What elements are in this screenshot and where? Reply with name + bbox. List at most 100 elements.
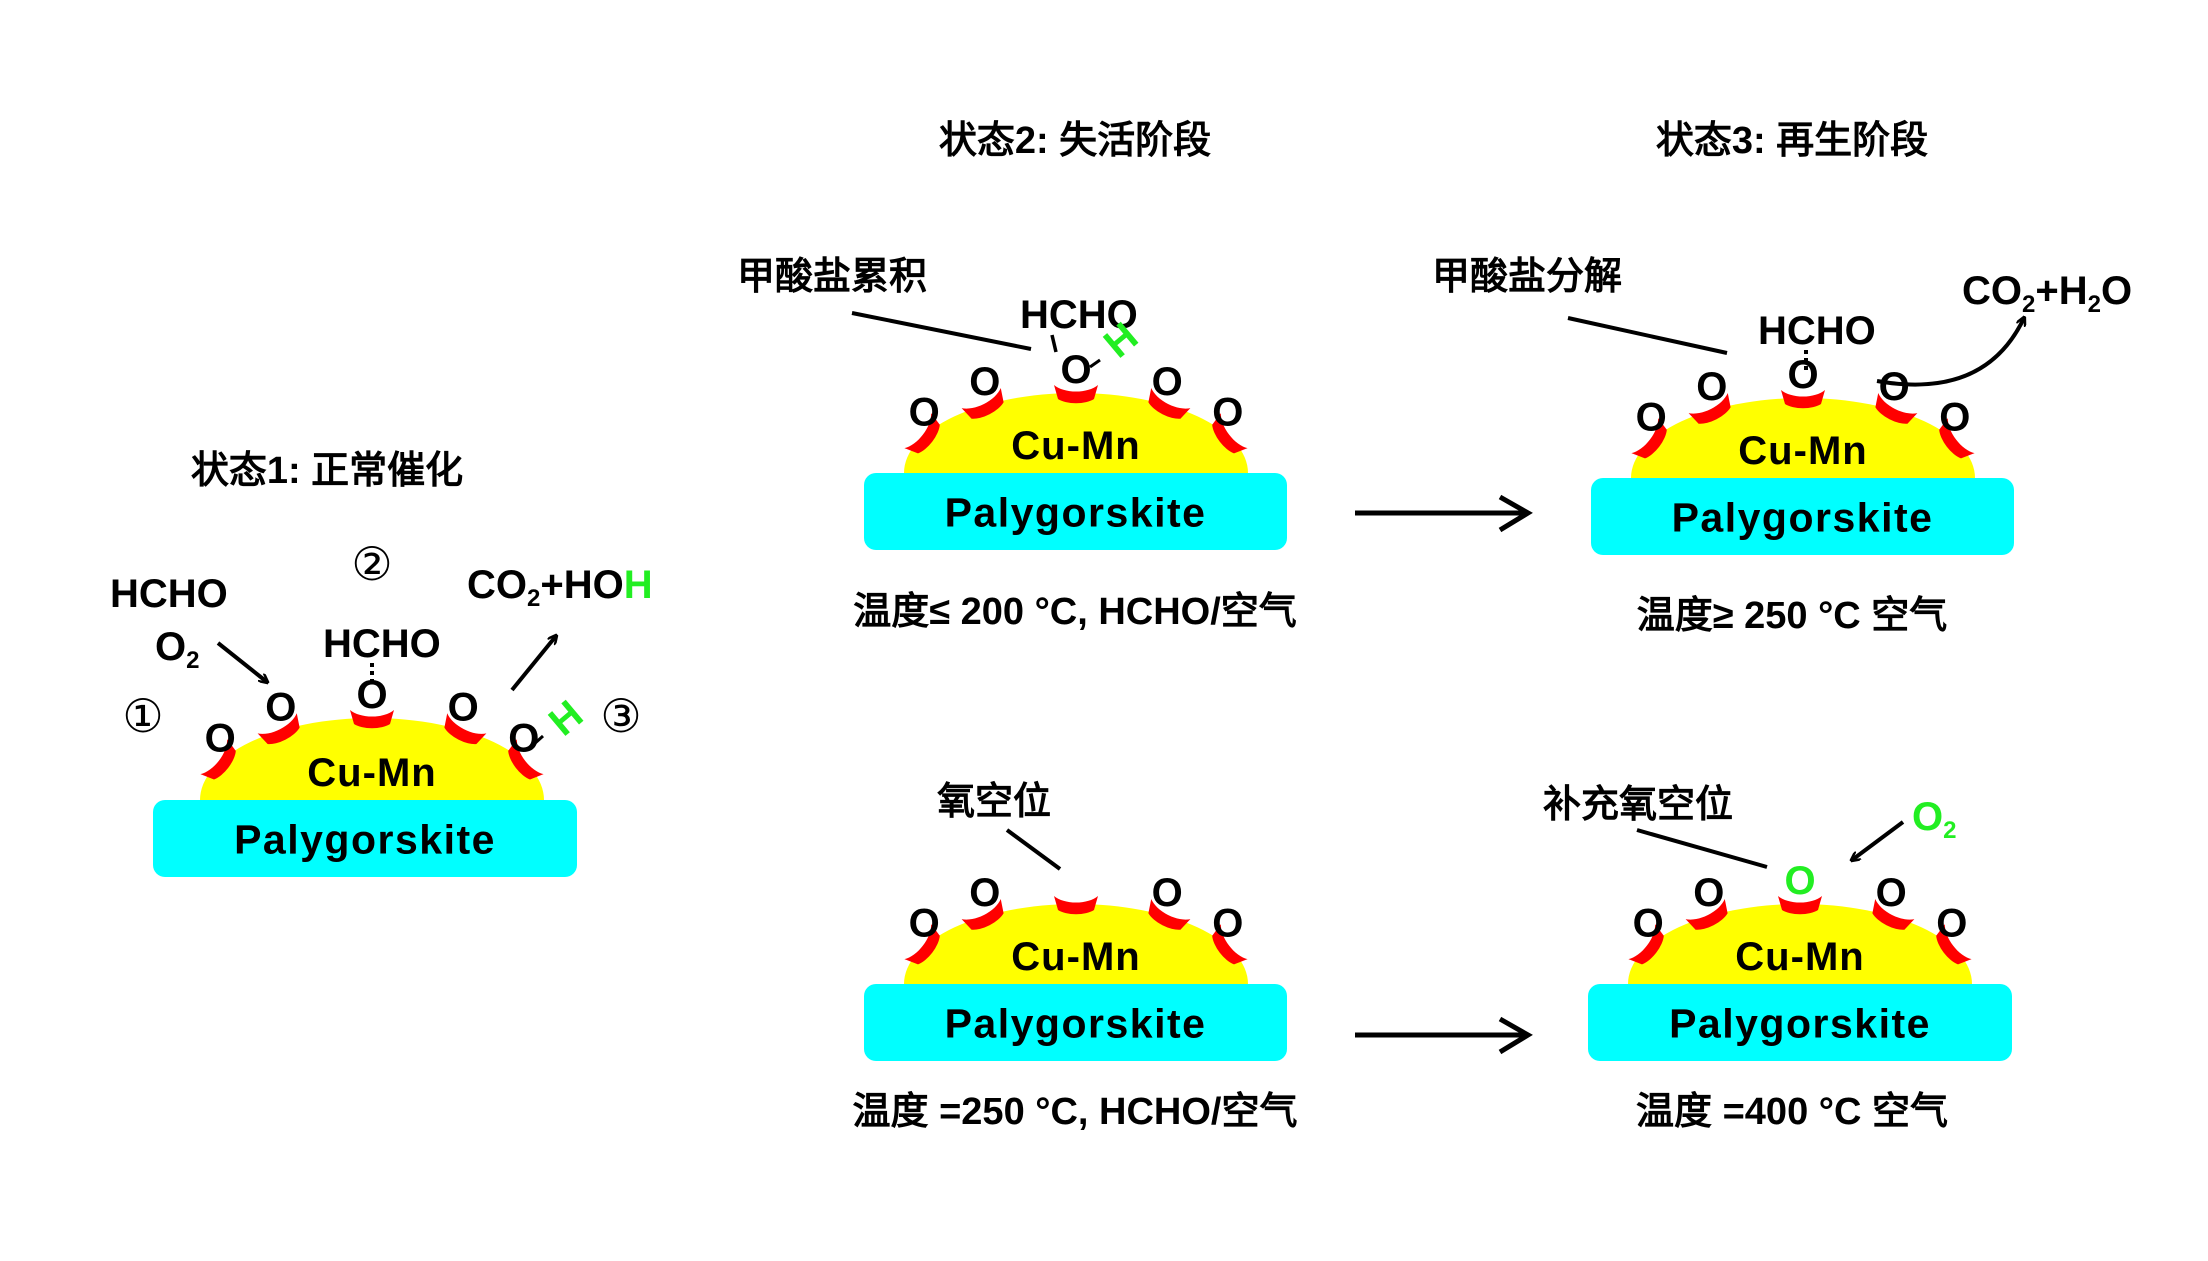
- surface-site-marker: [1685, 898, 1728, 930]
- active-site: O: [1939, 395, 1975, 459]
- active-site: O: [1631, 395, 1667, 459]
- metal-label: Cu-Mn: [1738, 429, 1867, 473]
- lattice-oxygen: O: [1879, 365, 1910, 409]
- surface-site-marker: [1212, 924, 1248, 965]
- lattice-oxygen: O: [1636, 395, 1667, 439]
- lattice-oxygen: O: [969, 360, 1000, 404]
- adsorbed-hcho: HCHO: [1758, 309, 1876, 353]
- surface-site-marker: [1628, 924, 1664, 965]
- active-site: O: [1054, 348, 1098, 404]
- lattice-oxygen: O: [1696, 365, 1727, 409]
- formate-decomposition-label: 甲酸盐分解: [1432, 256, 1622, 298]
- surface-site-marker: [1631, 418, 1667, 459]
- lattice-oxygen: O: [205, 717, 236, 761]
- oxygen-vacancy-label: 氧空位: [937, 781, 1051, 823]
- active-site: O: [1688, 365, 1731, 424]
- active-site: O: [961, 871, 1004, 930]
- surface-site-marker: [200, 739, 236, 780]
- active-site: O: [1628, 901, 1664, 965]
- decomposition-pointer-line: [1567, 316, 1728, 355]
- support-label: Palygorskite: [1672, 495, 1934, 541]
- adsorbed-hcho: HCHO: [1020, 293, 1138, 337]
- active-site: O: [904, 901, 940, 965]
- lattice-oxygen: O: [969, 871, 1000, 915]
- support-label: Palygorskite: [945, 490, 1207, 536]
- formate-pointer-line: [851, 311, 1032, 351]
- surface-site-marker: [257, 713, 300, 745]
- state3-title: 状态3: 再生阶段: [1656, 120, 1928, 162]
- active-site: O: [444, 685, 487, 745]
- lattice-oxygen: O: [1633, 901, 1664, 945]
- lattice-oxygen: O: [1787, 353, 1818, 397]
- surface-site-marker: [1939, 418, 1975, 459]
- oh-bond: [531, 734, 545, 747]
- surface-site-marker: [1936, 924, 1972, 965]
- active-site: O: [1778, 859, 1822, 915]
- lattice-oxygen: O: [1212, 901, 1243, 945]
- active-site: O: [961, 360, 1004, 419]
- palygorskite-support: [1591, 478, 2014, 555]
- active-site: O: [1936, 901, 1972, 965]
- c-o-bond: [1050, 334, 1058, 353]
- active-site: O: [508, 717, 544, 780]
- active-site: O: [257, 685, 300, 745]
- support-label: Palygorskite: [1669, 1001, 1931, 1047]
- step-marker-2: ②: [351, 538, 392, 590]
- lattice-oxygen: O: [1060, 348, 1091, 392]
- reactant-hcho: HCHO: [110, 572, 228, 616]
- active-site: O: [200, 717, 236, 780]
- lattice-oxygen: O: [1876, 871, 1907, 915]
- palygorskite-support: [153, 800, 577, 877]
- active-site: O: [1685, 871, 1728, 930]
- transition-arrow-bottom-head: [1498, 1016, 1533, 1055]
- surface-site-marker: [961, 898, 1004, 930]
- palygorskite-support: [864, 984, 1287, 1061]
- surface-site-marker: [1688, 392, 1731, 424]
- palygorskite-support: [1588, 984, 2012, 1061]
- condition-state2-top: 温度≤ 200 °C, HCHO/空气: [853, 591, 1297, 633]
- product-co2-h2o: CO2+H2O: [1962, 269, 2132, 318]
- condition-state2-bottom: 温度 =250 °C, HCHO/空气: [853, 1091, 1298, 1133]
- lattice-oxygen: O: [448, 685, 479, 729]
- support-label: Palygorskite: [234, 817, 496, 863]
- surface-site-marker: [904, 924, 940, 965]
- active-site: O: [1875, 365, 1918, 424]
- active-site: O: [904, 390, 940, 454]
- surface-site-marker: [1875, 392, 1918, 424]
- surface-site-marker: [1148, 898, 1191, 930]
- active-site: O: [1212, 901, 1248, 965]
- surface-site-marker: [1054, 896, 1098, 915]
- replenish-vacancy-label: 补充氧空位: [1543, 784, 1733, 826]
- release-curved-arrow: [1876, 318, 2024, 387]
- step-marker-1: ①: [122, 690, 163, 742]
- formate-accumulation-label: 甲酸盐累积: [737, 256, 927, 298]
- lattice-oxygen: O: [1212, 390, 1243, 434]
- surface-site-marker: [1781, 390, 1825, 409]
- step-marker-3: ③: [600, 690, 641, 742]
- refilled-oxygen: O: [1784, 859, 1815, 903]
- active-site: O: [1872, 871, 1915, 930]
- adsorbed-hcho: HCHO: [323, 622, 441, 666]
- lattice-oxygen: O: [909, 390, 940, 434]
- desorption-arrow: [510, 636, 556, 692]
- vacancy-pointer-line: [1005, 828, 1062, 871]
- active-site: O: [1148, 360, 1191, 419]
- o-h-bond: [1089, 358, 1101, 369]
- product-co2-hoh: CO2+HOH: [467, 563, 653, 612]
- lattice-oxygen: O: [508, 717, 539, 761]
- surface-site-marker: [1212, 413, 1248, 454]
- state1-title: 状态1: 正常催化: [191, 450, 463, 492]
- o2-arrow: [1852, 820, 1905, 860]
- surface-site-marker: [508, 739, 544, 780]
- surface-site-marker: [350, 710, 394, 729]
- incoming-o2: O2: [1912, 795, 1956, 844]
- lattice-oxygen: O: [1936, 901, 1967, 945]
- surface-site-marker: [961, 387, 1004, 419]
